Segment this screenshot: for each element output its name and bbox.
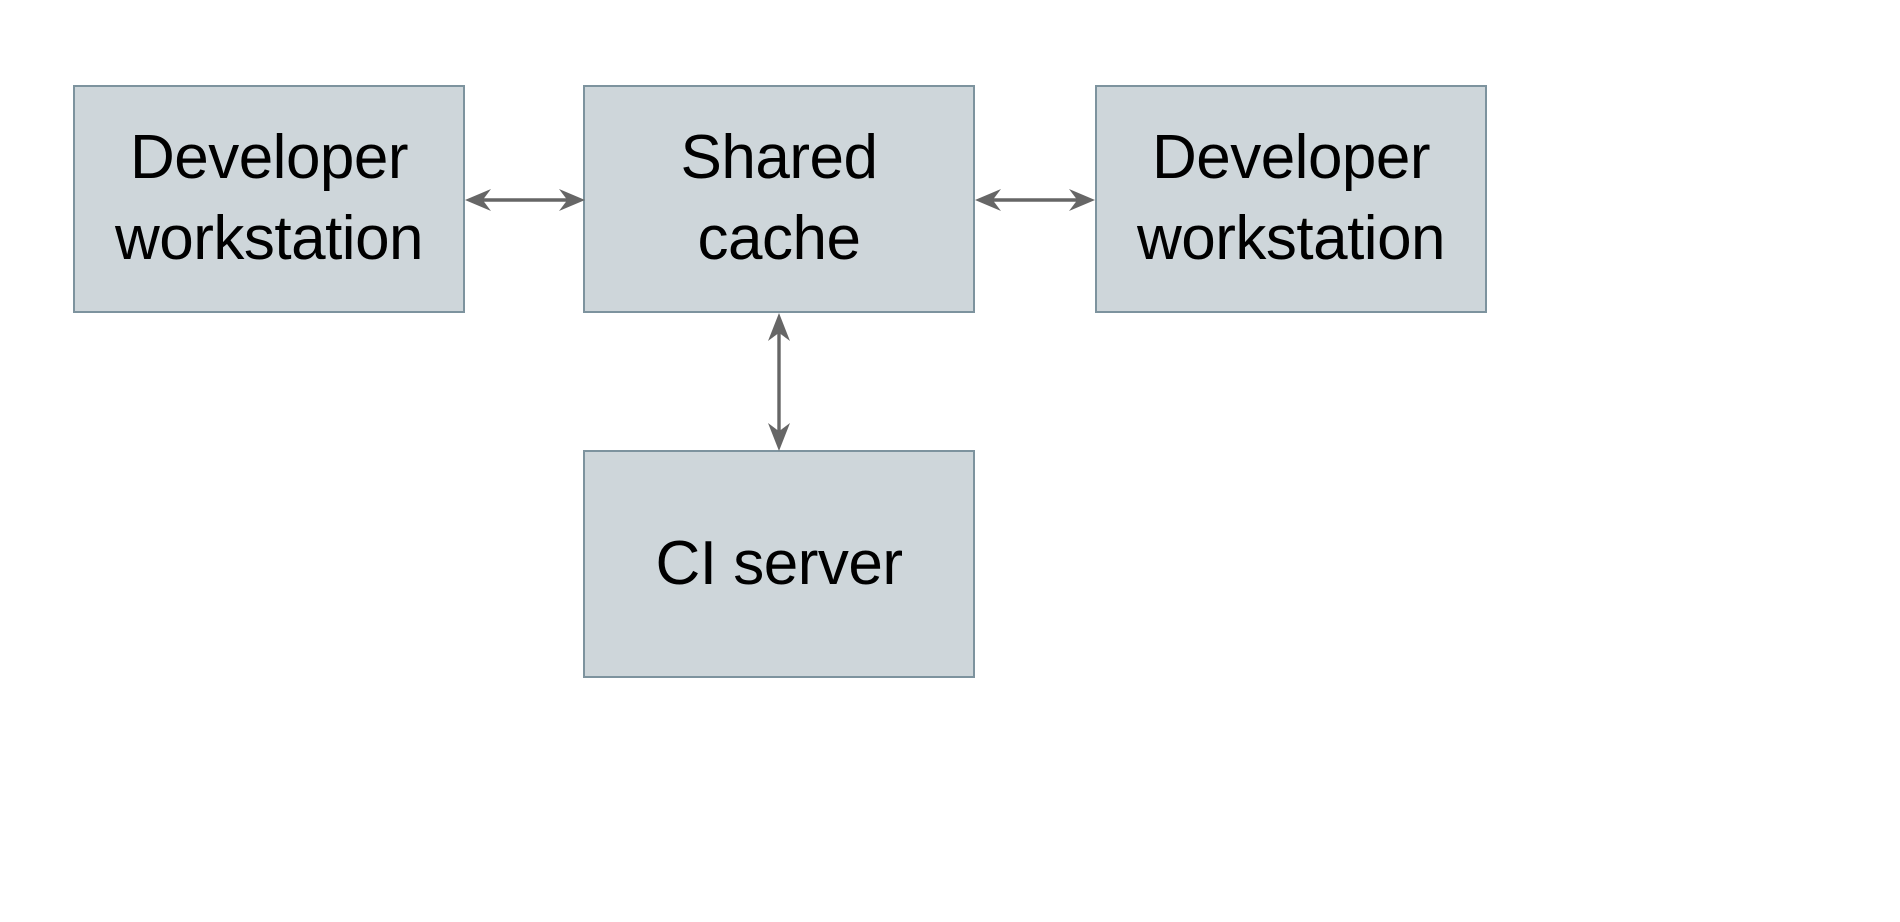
node-shared-cache[interactable]: Shared cache xyxy=(583,85,975,313)
node-label: Developer workstation xyxy=(1136,123,1446,273)
edge-shared-cache-to-developer-right xyxy=(975,170,1095,230)
node-label: Developer workstation xyxy=(114,123,424,273)
edge-developer-left-to-shared-cache xyxy=(465,170,585,230)
node-developer-workstation-left[interactable]: Developer workstation xyxy=(73,85,465,313)
node-label: Shared cache xyxy=(680,123,878,273)
edge-shared-cache-to-ci-server xyxy=(749,313,809,451)
node-ci-server[interactable]: CI server xyxy=(583,450,975,678)
node-developer-workstation-right[interactable]: Developer workstation xyxy=(1095,85,1487,313)
double-headed-arrow-icon xyxy=(768,313,790,451)
node-label: CI server xyxy=(655,528,903,598)
double-headed-arrow-icon xyxy=(465,189,585,211)
double-headed-arrow-icon xyxy=(975,189,1095,211)
